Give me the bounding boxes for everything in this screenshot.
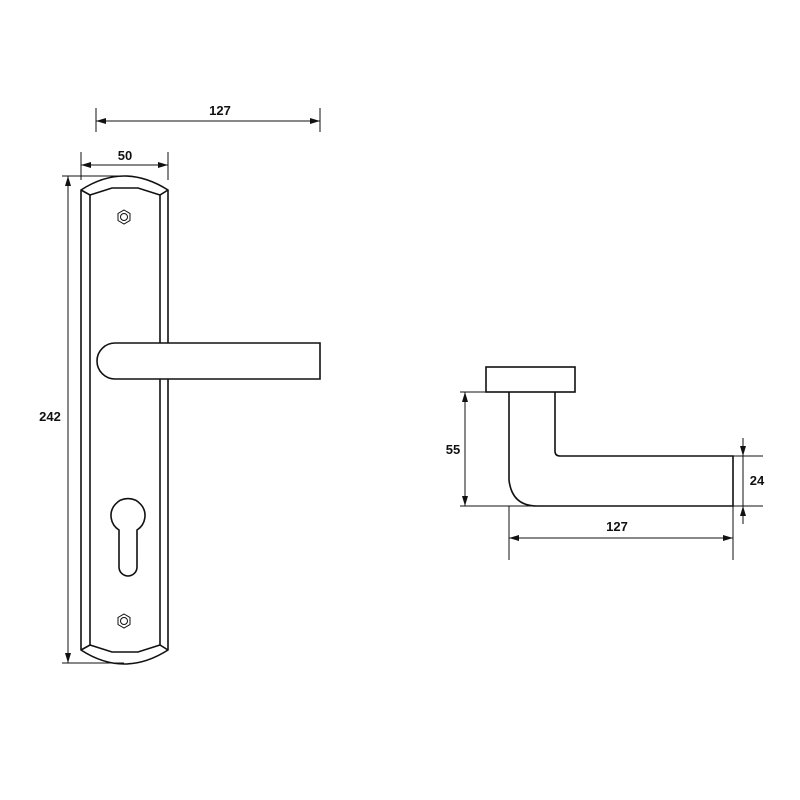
lever-handle-side [508, 392, 734, 507]
backplate [80, 175, 169, 665]
dimension-lever-length: 127 [508, 506, 734, 560]
screw-hole-top [117, 209, 131, 225]
dimension-overall-width: 127 [95, 103, 321, 132]
dimension-plate-width: 50 [80, 148, 169, 180]
keyhole-cylinder-cutout [110, 497, 146, 577]
screw-hole-bottom [117, 613, 131, 629]
dimension-label: 50 [118, 148, 132, 163]
dimension-label: 127 [606, 519, 628, 534]
lever-handle-front [96, 342, 321, 380]
dimension-label: 242 [39, 409, 61, 424]
dimension-label: 127 [209, 103, 231, 118]
dimension-thickness: 24 [733, 438, 765, 524]
rose-side [485, 366, 576, 393]
dimension-projection: 55 [446, 391, 763, 507]
dimension-label: 55 [446, 442, 460, 457]
dimension-plate-height: 242 [39, 175, 124, 664]
dimension-label: 24 [750, 473, 765, 488]
